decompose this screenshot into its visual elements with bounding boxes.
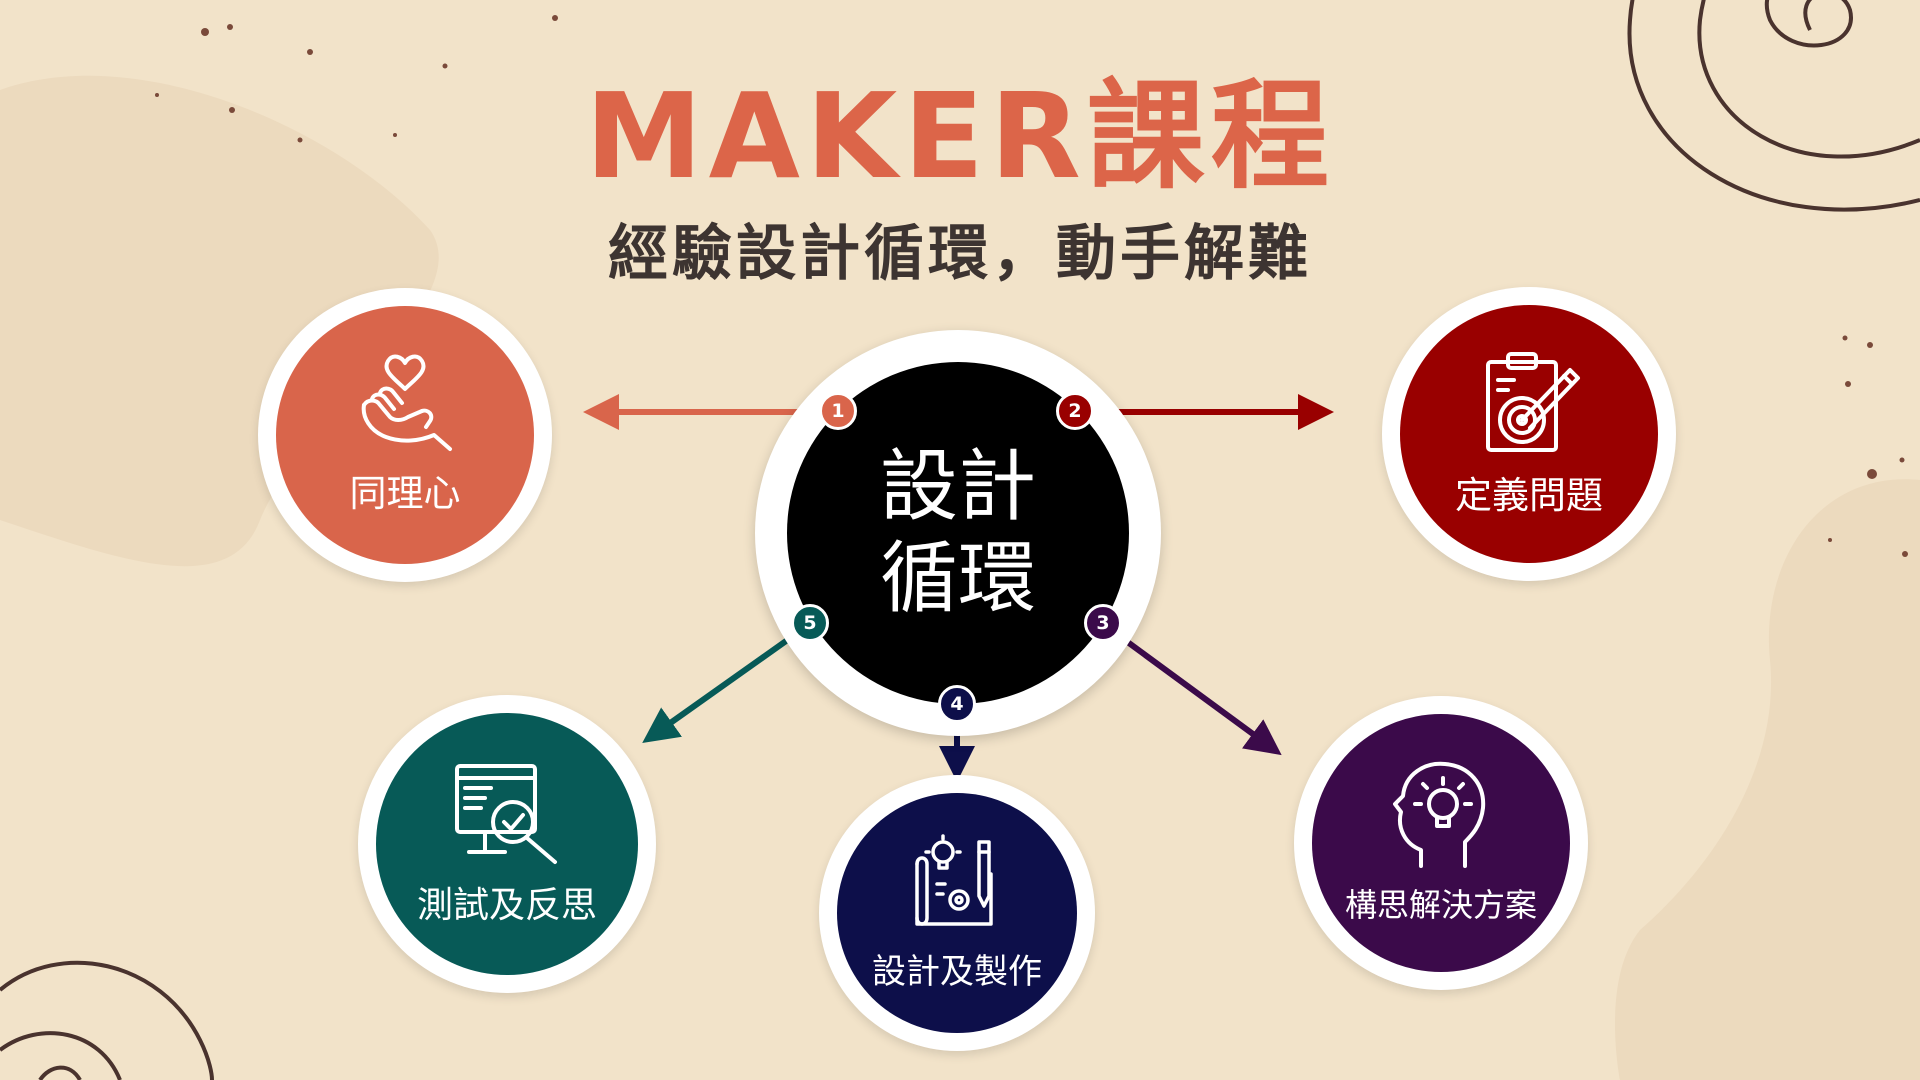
swirl-bottom-left [0, 960, 214, 1080]
screen-magnifier-check-icon [455, 764, 557, 864]
step-badge-5: 5 [791, 604, 829, 642]
step-core-ideate: 構思解決方案 [1312, 714, 1570, 972]
center-node: 設計 循環 [755, 330, 1161, 736]
step-label-empathy: 同理心 [349, 472, 461, 515]
heart-hand-icon [361, 354, 452, 451]
step-label-test: 測試及反思 [416, 885, 597, 926]
step-core-empathy: 同理心 [276, 306, 534, 564]
blueprint-design-icon [915, 833, 993, 926]
step-node-empathy: 同理心 [258, 288, 552, 582]
step-badge-2: 2 [1056, 392, 1094, 430]
center-label-line1: 設計 [879, 442, 1036, 532]
step-label-ideate: 構思解決方案 [1344, 886, 1537, 924]
background-blob-right [1615, 479, 1920, 1080]
arrow-to-ideate [1101, 621, 1282, 756]
step-node-make: 設計及製作 [819, 775, 1095, 1051]
step-core-define: 定義問題 [1400, 305, 1658, 563]
background-blob-left [0, 75, 439, 567]
arrow-to-test [642, 621, 812, 743]
step-badge-4: 4 [938, 685, 976, 723]
step-core-test: 測試及反思 [376, 713, 638, 975]
speckles [155, 15, 1908, 557]
step-label-define: 定義問題 [1455, 473, 1603, 517]
page-title: MAKER課程 [585, 67, 1335, 205]
center-label-line2: 循環 [879, 534, 1036, 624]
page-subtitle: 經驗設計循環，動手解難 [608, 219, 1312, 289]
step-badge-3: 3 [1084, 604, 1122, 642]
step-badge-1: 1 [819, 392, 857, 430]
step-core-make: 設計及製作 [837, 793, 1077, 1033]
head-lightbulb-icon [1393, 761, 1486, 868]
step-label-make: 設計及製作 [872, 951, 1042, 992]
step-node-define: 定義問題 [1382, 287, 1676, 581]
swirl-top-right [1627, 0, 1920, 212]
step-node-ideate: 構思解決方案 [1294, 696, 1588, 990]
step-node-test: 測試及反思 [358, 695, 656, 993]
clipboard-target-icon [1486, 351, 1580, 452]
